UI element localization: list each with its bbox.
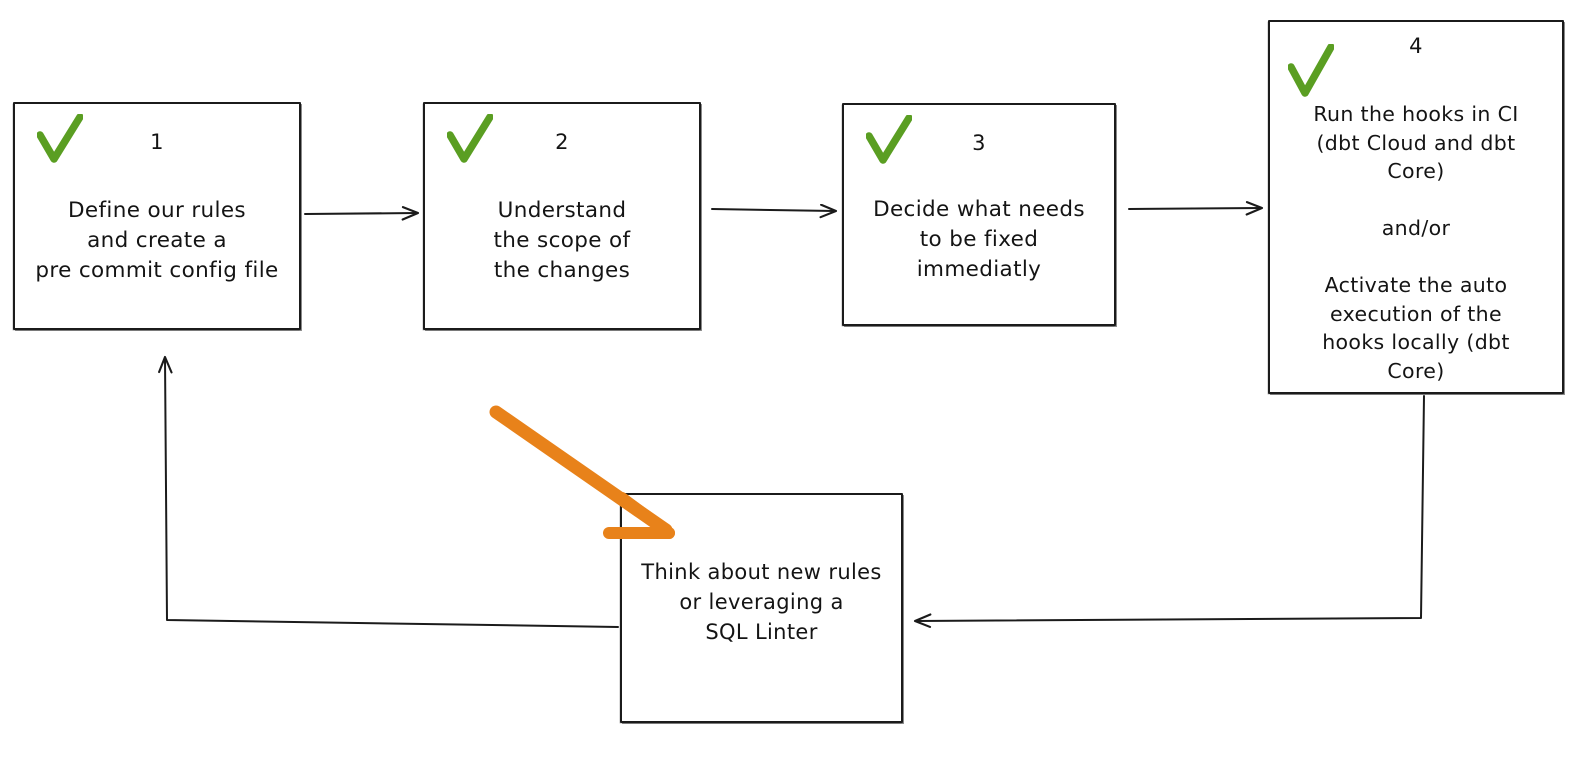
edge-step3-step4: [1128, 208, 1261, 209]
flow-node-step-4[interactable]: 4 Run the hooks in CI (dbt Cloud and dbt…: [1268, 20, 1564, 394]
node-label: Understand the scope of the changes: [493, 198, 631, 283]
check-icon: [37, 114, 83, 163]
orange-highlight-arrow-icon: [489, 405, 675, 539]
node-number: 3: [972, 131, 986, 155]
check-icon: [866, 115, 912, 164]
node-number: 1: [150, 130, 164, 154]
edge-step4-step5: [916, 395, 1425, 621]
check-icon: [447, 114, 493, 163]
node-label: Define our rules and create a pre commit…: [35, 198, 279, 283]
edge-step2-step3: [711, 209, 835, 211]
node-number: 4: [1409, 34, 1423, 58]
edge-step1-step2: [304, 213, 417, 214]
node-label: Run the hooks in CI (dbt Cloud and dbt C…: [1313, 102, 1519, 383]
check-icon: [1288, 44, 1334, 97]
node-label: Think about new rules or leveraging a SQ…: [641, 560, 882, 644]
flow-node-step-1[interactable]: 1 Define our rules and create a pre comm…: [13, 102, 301, 330]
flow-node-step-3[interactable]: 3 Decide what needs to be fixed immediat…: [842, 103, 1116, 326]
flow-node-step-2[interactable]: 2 Understand the scope of the changes: [423, 102, 701, 330]
node-label: Decide what needs to be fixed immediatly: [873, 197, 1085, 282]
node-number: 2: [555, 130, 569, 154]
